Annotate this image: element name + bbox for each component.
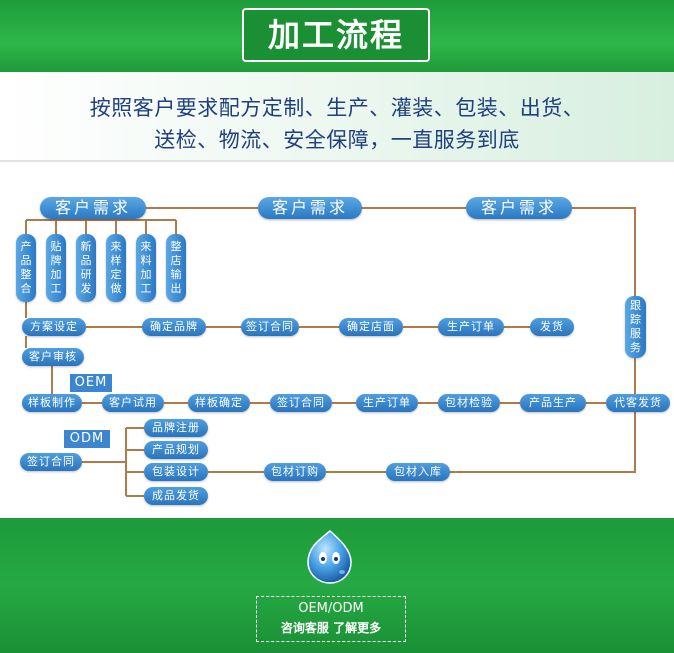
step-sign-contract-3: 签订合同 [20, 453, 82, 471]
step-plan-setup: 方案设定 [22, 318, 86, 336]
node-customer-needs-3: 客户需求 [466, 197, 572, 219]
step-customer-trial: 客户试用 [102, 394, 164, 412]
step-packaging-warehousing: 包材入库 [386, 463, 450, 481]
step-packaging-purchase: 包材订购 [264, 463, 326, 481]
step-sample-making: 样板制作 [22, 394, 82, 412]
node-customer-needs-1: 客户需求 [40, 197, 146, 219]
step-packaging-design: 包装设计 [144, 463, 208, 481]
option-material-processing: 来料加工 [136, 234, 156, 302]
step-sample-confirm: 样板确定 [188, 394, 250, 412]
contact-cta-button[interactable]: OEM/ODM 咨询客服 了解更多 [256, 596, 406, 642]
process-diagram: 客户需求 客户需求 客户需求 产品整合 贴牌加工 新品研发 来样定做 来料加工 … [0, 162, 674, 518]
divider [0, 160, 674, 162]
step-sign-contract-2: 签订合同 [270, 394, 332, 412]
step-brand-registration: 品牌注册 [144, 419, 208, 437]
header-band: 加工流程 [0, 0, 674, 72]
cta-subtitle: 咨询客服 了解更多 [280, 621, 382, 635]
odm-tag: ODM [64, 430, 110, 448]
intro-line-1: 按照客户要求配方定制、生产、灌装、包装、出货、 [89, 96, 585, 120]
step-finished-goods-shipping: 成品发货 [144, 487, 208, 505]
page-title: 加工流程 [242, 8, 430, 62]
step-product-planning: 产品规划 [144, 441, 208, 459]
step-confirm-brand: 确定品牌 [142, 318, 206, 336]
oem-tag: OEM [70, 374, 112, 392]
option-new-product-rd: 新品研发 [76, 234, 96, 302]
option-full-store-output: 整店输出 [166, 234, 186, 302]
connector-lines [25, 197, 636, 497]
node-follow-service: 跟踪服务 [625, 296, 646, 358]
cta-title: OEM/ODM [298, 601, 364, 616]
step-drop-shipping: 代客发货 [606, 394, 670, 412]
option-oem-processing: 贴牌加工 [46, 234, 66, 302]
option-product-integration: 产品整合 [16, 234, 36, 302]
step-packaging-inspection: 包材检验 [438, 394, 500, 412]
step-customer-review: 客户审核 [22, 348, 84, 366]
node-customer-needs-2: 客户需求 [258, 197, 362, 219]
step-confirm-store: 确定店面 [339, 318, 403, 336]
option-sample-customization: 来样定做 [106, 234, 126, 302]
step-product-production: 产品生产 [520, 394, 586, 412]
intro-band: 按照客户要求配方定制、生产、灌装、包装、出货、 送检、物流、安全保障，一直服务到… [0, 72, 674, 160]
mascot-drop-icon [307, 529, 352, 584]
intro-line-2: 送检、物流、安全保障，一直服务到底 [154, 128, 520, 152]
step-production-order-2: 生产订单 [356, 394, 418, 412]
step-sign-contract-1: 签订合同 [241, 318, 299, 336]
step-production-order-1: 生产订单 [438, 318, 504, 336]
step-shipping: 发货 [530, 318, 574, 336]
